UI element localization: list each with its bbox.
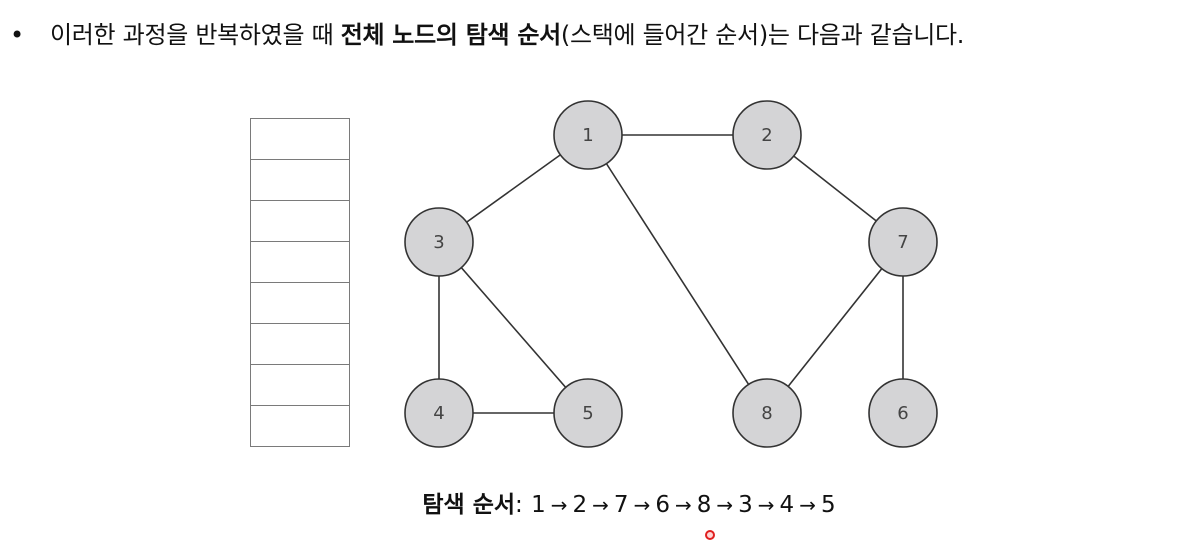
order-item: 7 bbox=[613, 492, 629, 518]
order-item: 3 bbox=[738, 492, 753, 518]
graph-node-3: 3 bbox=[404, 207, 474, 277]
graph-node-circle bbox=[553, 378, 623, 448]
traversal-order: 탐색 순서: 1→2→7→6→8→3→4→5 bbox=[0, 488, 1199, 522]
graph-node-circle bbox=[868, 207, 938, 277]
graph-node-label: 5 bbox=[582, 403, 593, 424]
graph-node-circle bbox=[553, 100, 623, 170]
graph-node-label: 4 bbox=[433, 403, 444, 424]
order-item: 1 bbox=[531, 492, 546, 518]
graph-node-circle bbox=[404, 378, 474, 448]
stack-diagram bbox=[250, 118, 350, 447]
edge-7-8 bbox=[766, 241, 904, 414]
order-item: 4 bbox=[779, 492, 795, 518]
order-arrow: → bbox=[716, 493, 734, 517]
order-item: 6 bbox=[655, 492, 670, 518]
traversal-label: 탐색 순서 bbox=[422, 492, 516, 518]
graph-node-label: 2 bbox=[761, 125, 772, 146]
bullet-point: • bbox=[10, 21, 24, 49]
graph-node-5: 5 bbox=[553, 378, 623, 448]
description-line: • 이러한 과정을 반복하였을 때 전체 노드의 탐색 순서(스택에 들어간 순서… bbox=[10, 18, 964, 52]
stack-cell bbox=[251, 201, 349, 242]
traversal-separator: : bbox=[515, 492, 523, 518]
description-text-after: (스택에 들어간 순서)는 다음과 같습니다. bbox=[560, 21, 965, 49]
graph-node-7: 7 bbox=[868, 207, 938, 277]
graph-node-circle bbox=[404, 207, 474, 277]
mouse-pointer-indicator bbox=[705, 530, 715, 540]
graph-node-4: 4 bbox=[404, 378, 474, 448]
order-arrow: → bbox=[674, 493, 692, 517]
stack-cell bbox=[251, 160, 349, 201]
graph-node-circle bbox=[868, 378, 938, 448]
order-arrow: → bbox=[757, 493, 775, 517]
order-item: 2 bbox=[572, 492, 588, 518]
description-text-before: 이러한 과정을 반복하였을 때 bbox=[50, 21, 341, 49]
graph-node-6: 6 bbox=[868, 378, 938, 448]
graph-node-circle bbox=[732, 378, 802, 448]
traversal-sequence: 1→2→7→6→8→3→4→5 bbox=[530, 492, 836, 518]
graph-node-label: 1 bbox=[582, 125, 593, 146]
graph-node-1: 1 bbox=[553, 100, 623, 170]
stack-cell bbox=[251, 242, 349, 283]
order-item: 8 bbox=[696, 492, 712, 518]
graph-node-circle bbox=[732, 100, 802, 170]
stack-cell bbox=[251, 283, 349, 324]
stack-cell bbox=[251, 406, 349, 447]
order-arrow: → bbox=[592, 493, 609, 517]
graph-node-label: 8 bbox=[761, 403, 772, 424]
description-text-bold: 전체 노드의 탐색 순서 bbox=[340, 21, 561, 49]
order-arrow: → bbox=[633, 493, 651, 517]
order-item: 5 bbox=[820, 492, 836, 518]
graph-node-label: 6 bbox=[897, 403, 908, 424]
stack-cell bbox=[251, 119, 349, 160]
stack-cell bbox=[251, 365, 349, 406]
edge-3-5 bbox=[438, 241, 589, 414]
graph-node-label: 7 bbox=[897, 232, 908, 253]
order-arrow: → bbox=[550, 493, 568, 517]
order-arrow: → bbox=[799, 493, 816, 517]
stack-cell bbox=[251, 324, 349, 365]
graph-node-8: 8 bbox=[732, 378, 802, 448]
graph-node-label: 3 bbox=[433, 232, 444, 253]
edge-1-8 bbox=[587, 134, 768, 414]
graph-node-2: 2 bbox=[732, 100, 802, 170]
